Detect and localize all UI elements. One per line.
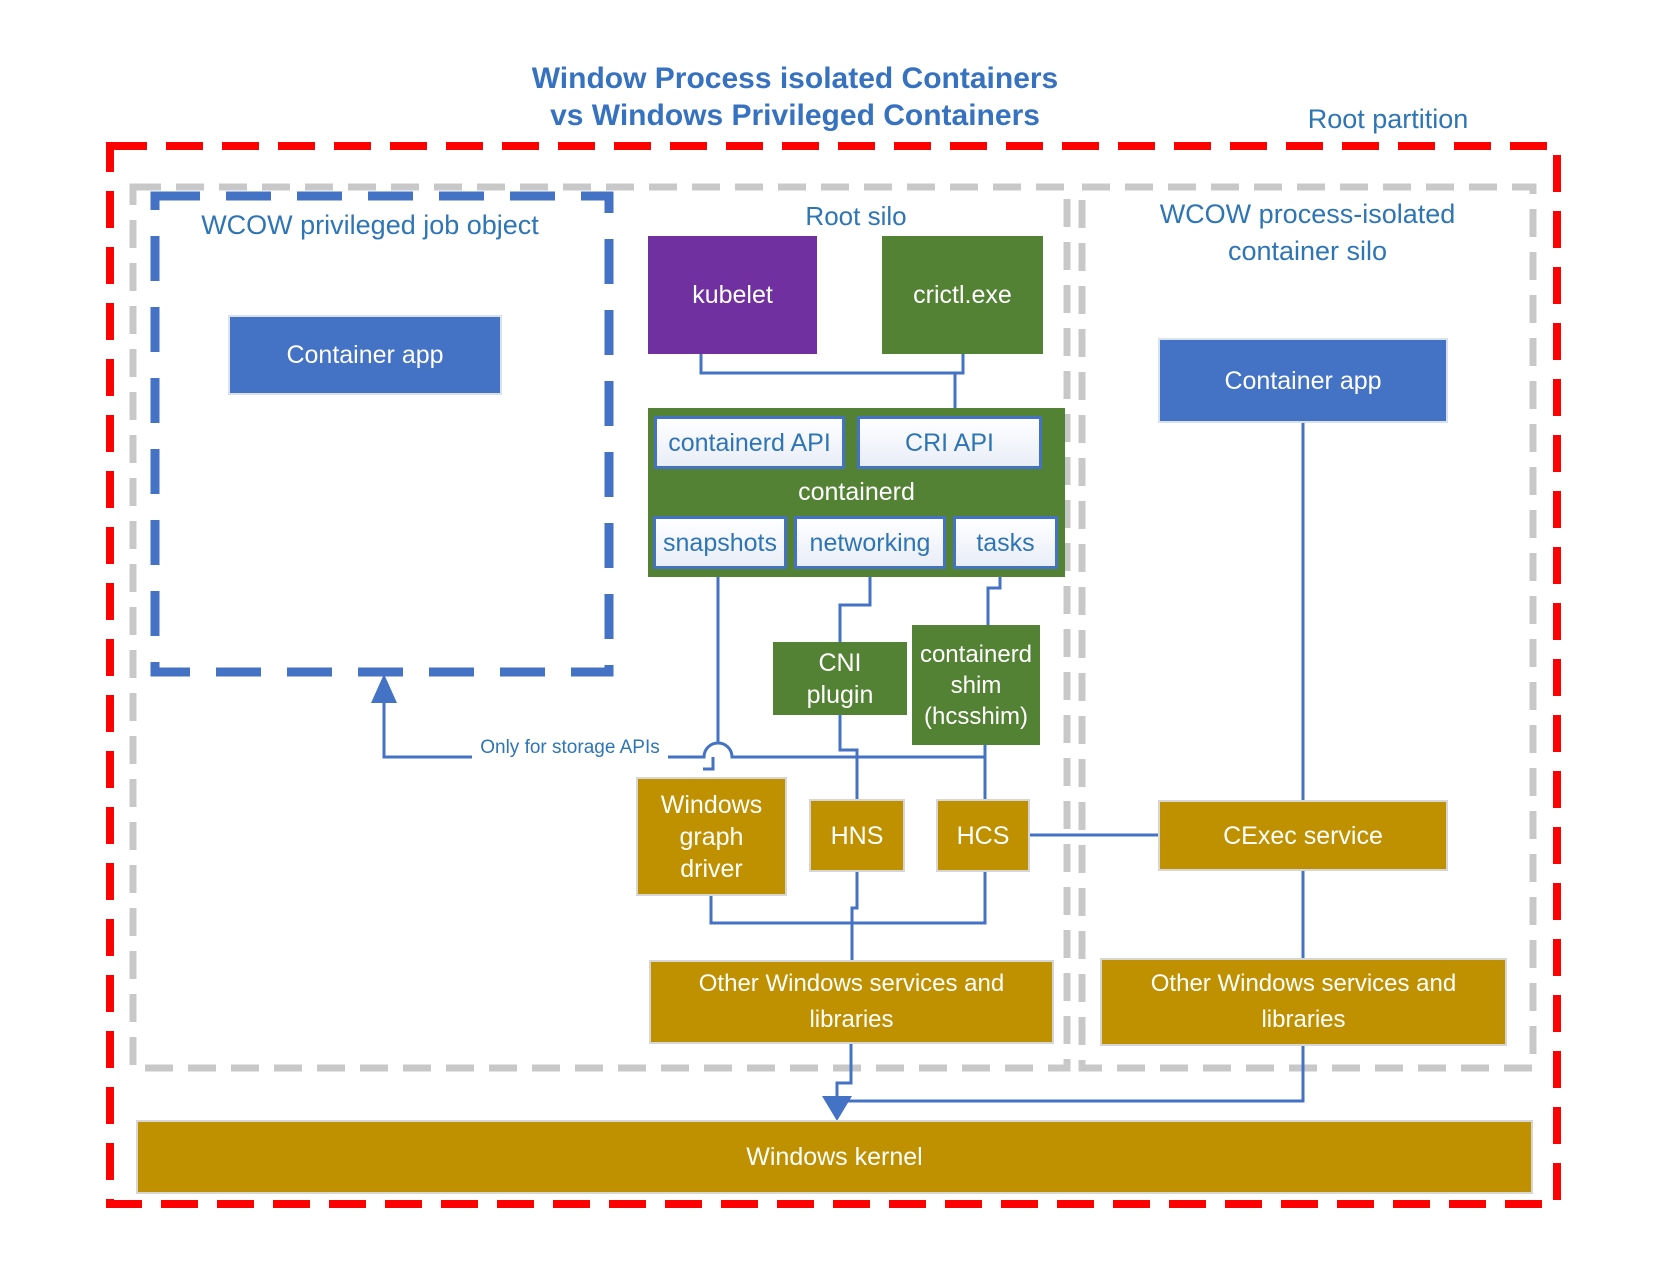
label-containerd: containerd bbox=[798, 478, 915, 506]
wcow-job-object-border bbox=[150, 191, 614, 677]
title-line2: vs Windows Privileged Containers bbox=[550, 99, 1040, 132]
diagram-title: Window Process isolated Containers vs Wi… bbox=[495, 60, 1095, 134]
box-cri-api: CRI API bbox=[857, 416, 1042, 469]
container-silo-border bbox=[1078, 183, 1537, 1072]
line-rightcolumn-kernel bbox=[838, 1046, 1305, 1103]
box-networking: networking bbox=[794, 516, 946, 569]
box-other-services-right: Other Windows services and libraries bbox=[1100, 958, 1507, 1046]
root-silo-border bbox=[129, 183, 1071, 1072]
box-containerd-api: containerd API bbox=[654, 416, 845, 469]
box-graph-driver: Windows graph driver bbox=[636, 777, 787, 896]
line-hns-otherservices bbox=[850, 872, 859, 960]
arrowhead-up-storage bbox=[371, 674, 397, 703]
box-container-app-right: Container app bbox=[1158, 338, 1448, 423]
box-cexec: CExec service bbox=[1158, 800, 1448, 871]
label-root-silo: Root silo bbox=[805, 201, 907, 231]
label-wcow-job-object: WCOW privileged job object bbox=[201, 210, 539, 240]
box-hcs: HCS bbox=[936, 799, 1030, 872]
box-windows-kernel: Windows kernel bbox=[136, 1120, 1533, 1194]
label-wcow-container-silo: WCOW process-isolated container silo bbox=[1159, 199, 1456, 266]
box-container-app-left: Container app bbox=[228, 315, 502, 395]
line-otherservices-kernel bbox=[835, 1044, 853, 1100]
line-kubelet-crictl bbox=[699, 354, 965, 375]
box-crictl: crictl.exe bbox=[882, 236, 1043, 354]
title-line1: Window Process isolated Containers bbox=[531, 62, 1059, 95]
label-root-partition: Root partition bbox=[1307, 104, 1469, 134]
box-kubelet: kubelet bbox=[648, 236, 817, 354]
line-tasks-shim bbox=[986, 569, 1002, 625]
box-hns: HNS bbox=[809, 799, 905, 872]
box-snapshots: snapshots bbox=[653, 516, 787, 569]
line-cni-hns bbox=[838, 715, 859, 799]
line-graphdriver-bus-hcs bbox=[709, 872, 987, 925]
box-tasks: tasks bbox=[953, 516, 1058, 569]
line-storage-apis bbox=[382, 700, 985, 759]
label-storage-note: Only for storage APIs bbox=[472, 737, 668, 759]
connectors bbox=[382, 354, 1305, 1103]
box-cni-plugin: CNI plugin bbox=[773, 642, 907, 715]
line-networking-cni bbox=[838, 569, 872, 642]
arrowhead-down-kernel bbox=[822, 1096, 852, 1121]
root-partition-border bbox=[106, 142, 1561, 1208]
box-other-services-left: Other Windows services and libraries bbox=[649, 960, 1054, 1044]
box-containerd-shim: containerd shim (hcsshim) bbox=[912, 625, 1040, 745]
line-snapshots-foot bbox=[703, 757, 715, 771]
